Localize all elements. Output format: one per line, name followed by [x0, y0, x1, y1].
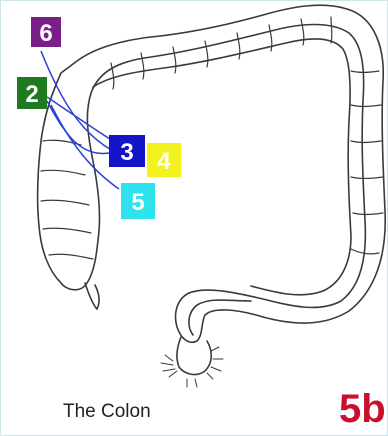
- haustra-top: [111, 17, 332, 89]
- anal-texture: [161, 347, 223, 387]
- label-2-text: 2: [25, 81, 38, 108]
- colon-illustration: [38, 5, 386, 387]
- label-5: 5: [121, 183, 155, 219]
- label-6: 6: [31, 17, 61, 47]
- colon-outer-outline: [38, 5, 386, 342]
- appendix: [85, 283, 99, 309]
- label-2: 2: [17, 77, 47, 109]
- sigmoid-inner: [189, 300, 251, 335]
- leader-line-5: [51, 105, 119, 189]
- label-6-text: 6: [39, 20, 52, 47]
- label-5-text: 5: [131, 189, 144, 216]
- haustra-right: [351, 71, 383, 254]
- label-3-text: 3: [120, 139, 133, 166]
- label-4: 4: [147, 143, 181, 177]
- label-3: 3: [109, 135, 145, 167]
- figure-id: 5b: [339, 389, 386, 429]
- leader-line-3: [47, 101, 109, 153]
- label-4-text: 4: [157, 148, 171, 175]
- diagram-caption: The Colon: [63, 401, 151, 423]
